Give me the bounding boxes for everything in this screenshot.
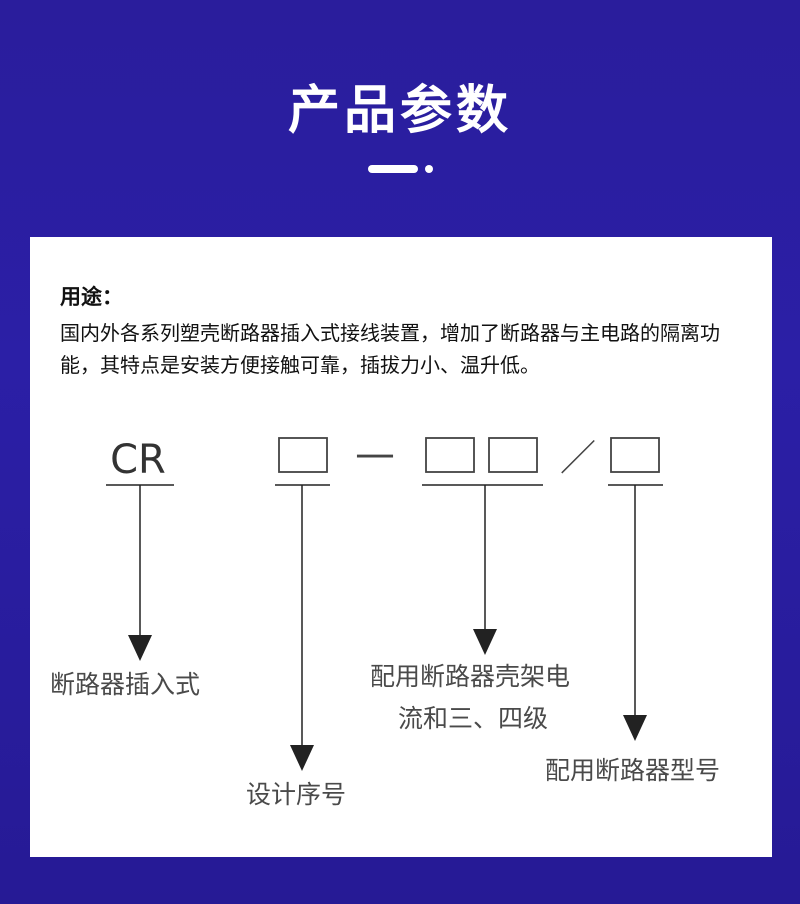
title-decoration-dot xyxy=(425,165,433,173)
model-box xyxy=(610,437,660,473)
label-frame-current-2: 流和三、四级 xyxy=(398,704,549,733)
usage-description: 国内外各系列塑壳断路器插入式接线装置，增加了断路器与主电路的隔离功能，其特点是安… xyxy=(60,321,720,377)
usage-heading: 用途： xyxy=(60,285,123,309)
model-arrow-head xyxy=(623,715,647,741)
slash-separator: ／ xyxy=(560,438,596,479)
label-design-seq: 设计序号 xyxy=(246,780,347,809)
frame-current-arrow-head xyxy=(473,629,497,655)
model-code-diagram: CR — ／ xyxy=(106,431,663,771)
dash-separator: — xyxy=(355,431,395,477)
code-prefix: CR xyxy=(110,437,166,483)
label-frame-current-1: 配用断路器壳架电 xyxy=(370,662,571,691)
title-decoration-bar xyxy=(368,165,418,173)
frame-current-box-1 xyxy=(425,437,475,473)
page-title: 产品参数 xyxy=(287,81,512,141)
params-card: 用途： 国内外各系列塑壳断路器插入式接线装置，增加了断路器与主电路的隔离功能，其… xyxy=(30,237,772,857)
label-model: 配用断路器型号 xyxy=(545,756,721,785)
label-insert-type: 断路器插入式 xyxy=(50,670,201,699)
insert-type-arrow-head xyxy=(128,635,152,661)
design-seq-box xyxy=(278,437,328,473)
design-seq-arrow-head xyxy=(290,745,314,771)
frame-current-box-2 xyxy=(488,437,538,473)
